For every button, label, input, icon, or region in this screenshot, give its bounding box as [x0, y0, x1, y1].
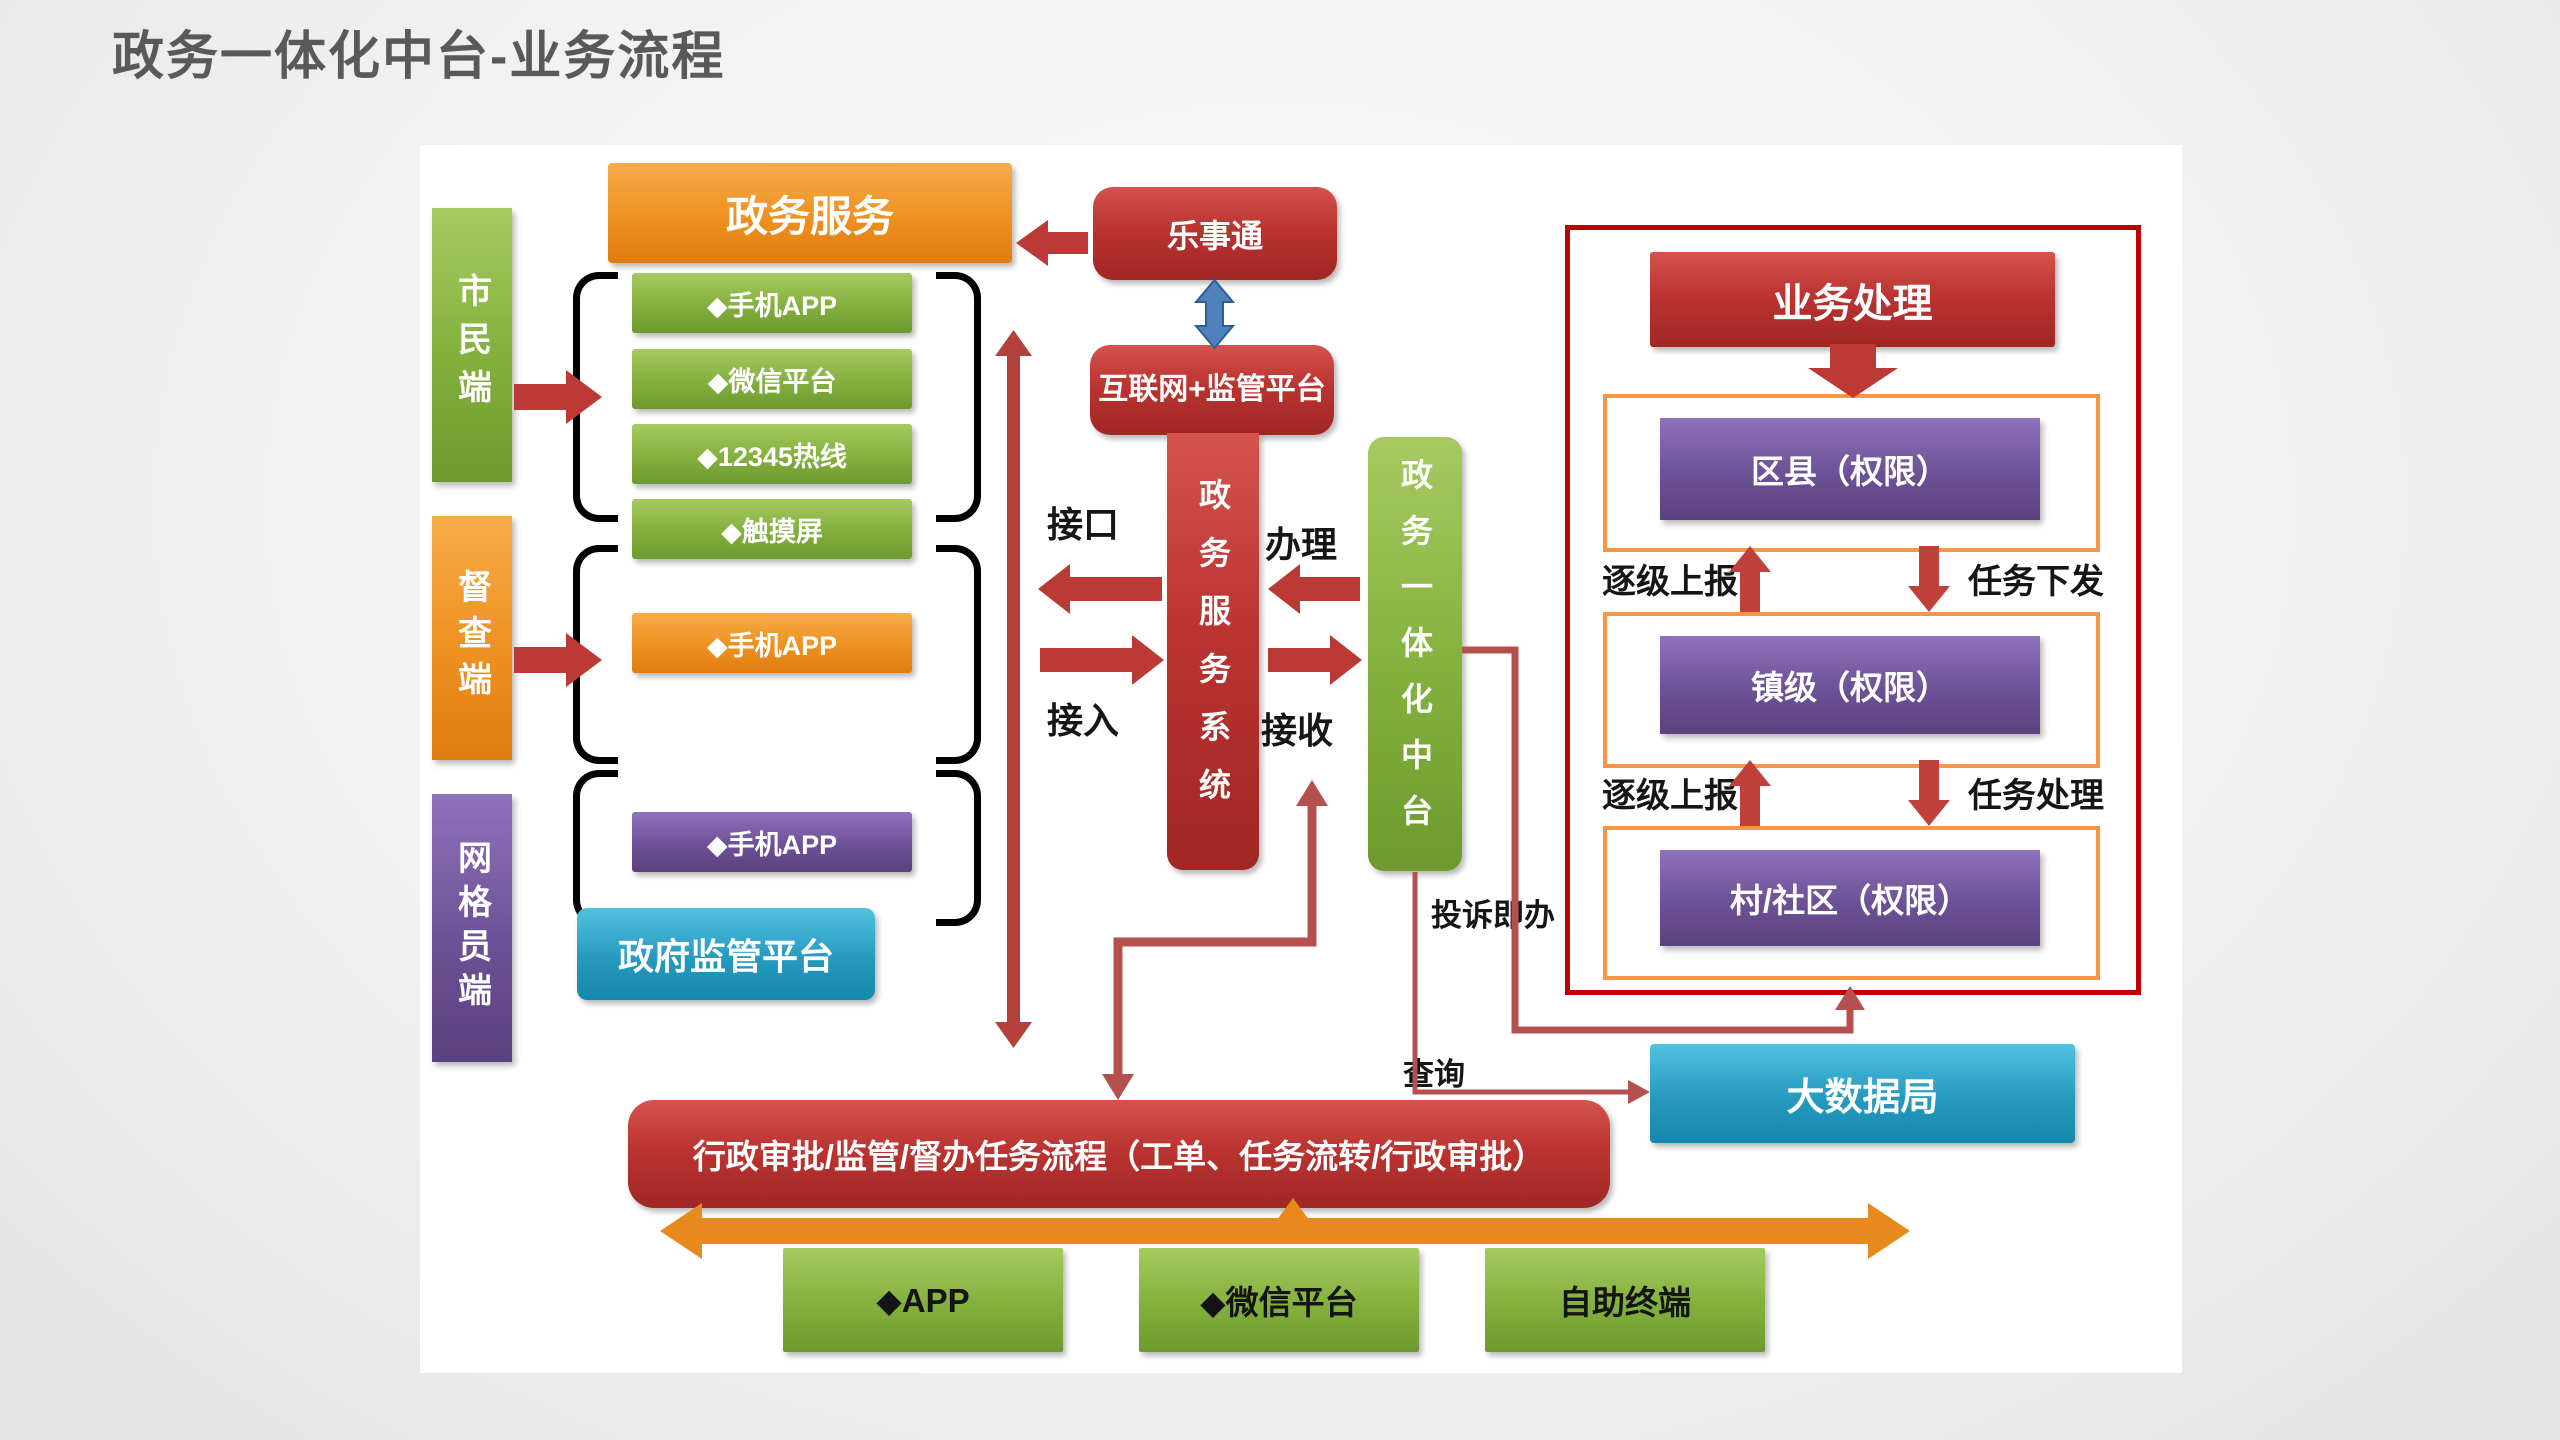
service-system-column: 政务服务系统: [1167, 433, 1259, 870]
channel-12345-hotline: ◆12345热线: [632, 424, 912, 484]
label-query: 查询: [1403, 1056, 1465, 1092]
channel-grid-app: ◆手机APP: [632, 812, 912, 872]
label-interface: 接口: [1046, 504, 1119, 545]
bracket-citizen-right: [936, 272, 981, 522]
label-handle: 办理: [1264, 524, 1337, 565]
bottom-channel-wechat: ◆微信平台: [1139, 1248, 1419, 1352]
leshitong-box: 乐事通: [1093, 187, 1337, 280]
middle-platform-column: 政务一体化中台: [1368, 437, 1462, 871]
gov-supervision-platform-box: 政府监管平台: [577, 908, 875, 1000]
endpoint-grid: 网格员端: [432, 794, 512, 1062]
big-data-bureau-box: 大数据局: [1650, 1044, 2075, 1143]
label-complaint: 投诉即办: [1431, 897, 1555, 933]
label-report-up-2: 逐级上报: [1602, 776, 1738, 815]
label-access: 接入: [1046, 700, 1119, 741]
channel-wechat: ◆微信平台: [632, 349, 912, 409]
bottom-channel-self-service-terminal: 自助终端: [1485, 1248, 1765, 1352]
task-flow-bar: 行政审批/监管/督办任务流程（工单、任务流转/行政审批）: [628, 1100, 1610, 1208]
bracket-citizen-left: [573, 272, 618, 522]
internet-supervision-platform-box: 互联网+监管平台: [1090, 345, 1334, 435]
bracket-supervisor-right: [936, 545, 981, 764]
label-task-handle: 任务处理: [1968, 776, 2104, 815]
level-town-box: 镇级（权限）: [1660, 636, 2040, 734]
level-county-box: 区县（权限）: [1660, 418, 2040, 520]
label-report-up-1: 逐级上报: [1602, 562, 1738, 601]
endpoint-citizen: 市民端: [432, 208, 512, 482]
channel-supervisor-app: ◆手机APP: [632, 613, 912, 673]
label-task-dispatch: 任务下发: [1968, 562, 2104, 601]
bracket-grid-left: [573, 770, 618, 926]
page-title: 政务一体化中台-业务流程: [112, 28, 726, 86]
bracket-supervisor-left: [573, 545, 618, 764]
bottom-channel-app: ◆APP: [783, 1248, 1063, 1352]
business-process-header: 业务处理: [1650, 252, 2055, 347]
label-receive: 接收: [1260, 710, 1333, 751]
service-header-box: 政务服务: [608, 163, 1012, 263]
level-village-box: 村/社区（权限）: [1660, 850, 2040, 946]
endpoint-supervisor: 督查端: [432, 516, 512, 760]
channel-touchscreen: ◆触摸屏: [632, 499, 912, 559]
bracket-grid-right: [936, 770, 981, 926]
channel-mobile-app: ◆手机APP: [632, 273, 912, 333]
